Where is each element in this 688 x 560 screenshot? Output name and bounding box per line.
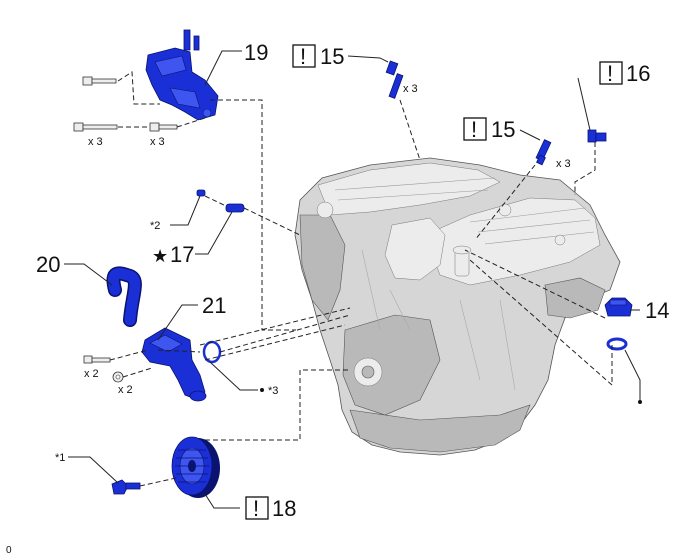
- part-21-water-outlet: [141, 327, 207, 402]
- note-3-dot: [260, 388, 264, 392]
- part-18-crank-pulley: [171, 436, 220, 498]
- callout-16: 16: [626, 61, 650, 86]
- part-14-filler-cap: [604, 297, 633, 317]
- bolt-21-top: [83, 355, 111, 364]
- bolt-19-right: [149, 122, 178, 132]
- note-1: *1: [55, 452, 65, 464]
- warning-symbol: !: [253, 496, 259, 521]
- qty-x3-bolt-left: x 3: [88, 136, 103, 148]
- callout-21: 21: [202, 293, 226, 318]
- bolt-19-top: [82, 76, 117, 86]
- bolt-19-left: [73, 122, 118, 132]
- warning-symbol: !: [607, 61, 613, 86]
- callout-18: 18: [272, 496, 296, 521]
- engine-assembly: [294, 157, 621, 456]
- warning-box-15b: [463, 117, 487, 141]
- note-2: *2: [150, 220, 160, 232]
- warning-symbol: !: [471, 117, 477, 142]
- star-symbol: ★: [152, 246, 168, 266]
- o-ring: [202, 340, 222, 364]
- footer-code: 0: [6, 545, 12, 556]
- part-20-hose: [106, 266, 142, 327]
- warning-box-18: [245, 496, 269, 520]
- callout-15a: 15: [320, 44, 344, 69]
- callout-14: 14: [645, 298, 669, 323]
- part-19-bracket: [145, 29, 219, 121]
- part-15-injector-right: [535, 139, 552, 166]
- qty-x2-bolt: x 2: [84, 368, 99, 380]
- warning-symbol: !: [300, 44, 306, 69]
- qty-x3-bolt-right: x 3: [150, 136, 165, 148]
- callout-19: 19: [244, 40, 268, 65]
- note-3: *3: [268, 385, 278, 397]
- pulley-bolt: [111, 479, 141, 495]
- part-15-injector-left: [379, 57, 404, 99]
- part-17-small-hose: [196, 189, 245, 213]
- warning-box-16: [599, 61, 623, 85]
- gasket-14: [606, 337, 628, 351]
- warning-box-15a: [292, 44, 316, 68]
- callout-20: 20: [36, 252, 60, 277]
- note-14-dot: [638, 400, 642, 404]
- qty-x3-injector-right: x 3: [556, 158, 571, 170]
- callout-15b: 15: [491, 117, 515, 142]
- part-16-sensor: [577, 77, 607, 143]
- leader-lines: [64, 50, 641, 509]
- qty-x3-injector-left: x 3: [403, 83, 418, 95]
- nut-21-bottom: [112, 371, 124, 383]
- callout-17: 17: [170, 242, 194, 267]
- qty-x2-nut: x 2: [118, 384, 133, 396]
